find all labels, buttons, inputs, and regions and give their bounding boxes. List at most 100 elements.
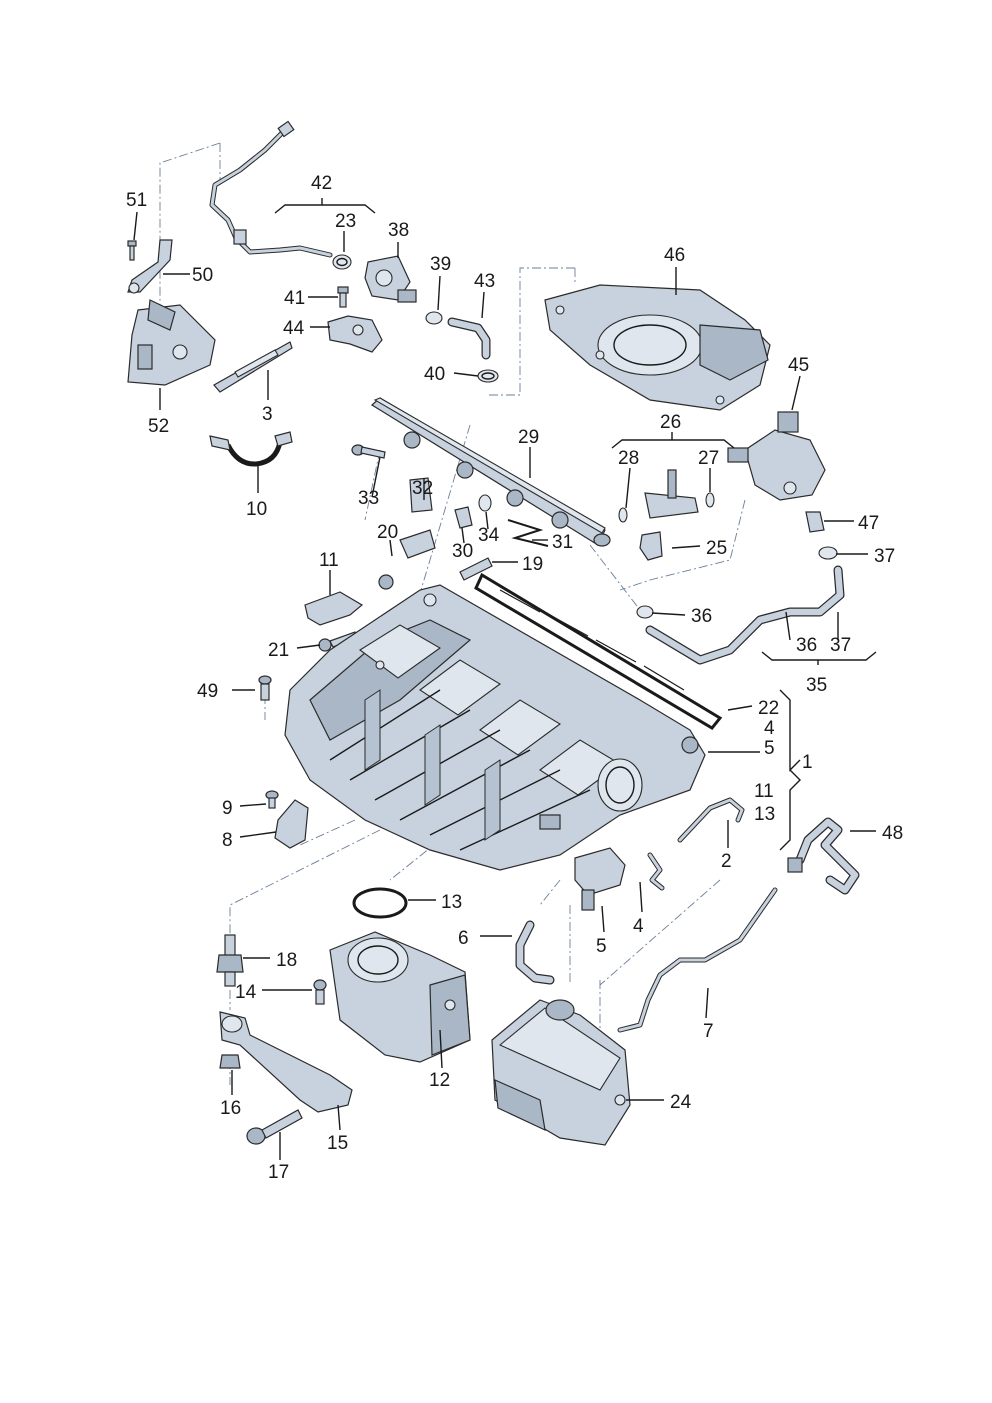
nut-hole-19a bbox=[378, 574, 394, 590]
sensor-32 bbox=[409, 477, 433, 513]
bolt-33 bbox=[351, 444, 386, 459]
label-5: 5 bbox=[764, 738, 775, 759]
stud-18 bbox=[216, 934, 244, 987]
label-21: 21 bbox=[268, 640, 289, 661]
assembly-guide-lines bbox=[159, 142, 746, 1085]
hose-4 bbox=[647, 852, 665, 891]
label-17: 17 bbox=[268, 1162, 289, 1183]
label-27: 27 bbox=[698, 448, 719, 469]
label-45: 45 bbox=[788, 355, 809, 376]
fuel-rail-29 bbox=[370, 397, 611, 547]
label-3: 3 bbox=[262, 404, 273, 425]
stud-19 bbox=[459, 557, 493, 581]
label-6: 6 bbox=[458, 928, 469, 949]
bolt-14 bbox=[313, 979, 327, 1005]
label-43: 43 bbox=[474, 271, 495, 292]
intake-manifold-1 bbox=[284, 584, 706, 871]
label-44: 44 bbox=[283, 318, 305, 339]
label-48: 48 bbox=[882, 823, 903, 844]
valve-38 bbox=[364, 255, 417, 303]
label-8: 8 bbox=[222, 830, 233, 851]
sensor-20 bbox=[399, 529, 436, 559]
throttle-body-12 bbox=[329, 931, 471, 1063]
label-36: 36 bbox=[691, 606, 712, 627]
sensor-11 bbox=[304, 591, 364, 626]
pump-45 bbox=[727, 411, 826, 501]
label-5: 5 bbox=[596, 936, 607, 957]
label-14: 14 bbox=[235, 982, 257, 1003]
label-31: 31 bbox=[552, 532, 573, 553]
label-7: 7 bbox=[703, 1021, 714, 1042]
label-4: 4 bbox=[633, 916, 644, 937]
seal-28 bbox=[618, 507, 628, 523]
label-34: 34 bbox=[478, 525, 500, 546]
callout-labels: 1 2 3 4 4 5 5 6 7 8 9 10 11 11 12 13 13 … bbox=[126, 173, 903, 1183]
hose-6 bbox=[515, 920, 555, 985]
hose-7 bbox=[617, 887, 778, 1033]
label-47: 47 bbox=[858, 513, 879, 534]
label-13: 13 bbox=[754, 804, 775, 825]
label-19: 19 bbox=[522, 554, 543, 575]
label-9: 9 bbox=[222, 798, 233, 819]
label-37: 37 bbox=[830, 635, 851, 656]
clip-39 bbox=[425, 311, 443, 325]
sensor-bracket-52 bbox=[127, 299, 216, 386]
connector-47 bbox=[805, 511, 825, 533]
hose-48 bbox=[787, 817, 860, 895]
label-36: 36 bbox=[796, 635, 817, 656]
bolt-17 bbox=[246, 1109, 303, 1145]
label-37: 37 bbox=[874, 546, 895, 567]
label-1: 1 bbox=[802, 752, 813, 773]
label-39: 39 bbox=[430, 254, 451, 275]
label-35: 35 bbox=[806, 675, 827, 696]
bracket-50 bbox=[127, 239, 173, 294]
bolt-41 bbox=[337, 286, 349, 308]
label-40: 40 bbox=[424, 364, 445, 385]
label-33: 33 bbox=[358, 488, 379, 509]
cover-46 bbox=[544, 284, 771, 411]
label-50: 50 bbox=[192, 265, 213, 286]
gasket-22 bbox=[474, 572, 723, 730]
clip-40 bbox=[477, 369, 499, 383]
label-24: 24 bbox=[670, 1092, 692, 1113]
label-49: 49 bbox=[197, 681, 218, 702]
label-22: 22 bbox=[758, 698, 779, 719]
clamp-10 bbox=[209, 431, 293, 467]
leader-lines bbox=[133, 198, 877, 1160]
nut-30 bbox=[454, 506, 473, 529]
bolt-51 bbox=[127, 240, 137, 261]
air-box-24 bbox=[491, 999, 631, 1146]
clip-36 bbox=[636, 605, 654, 619]
label-30: 30 bbox=[452, 541, 473, 562]
label-29: 29 bbox=[518, 427, 539, 448]
label-32: 32 bbox=[412, 478, 433, 499]
label-11: 11 bbox=[319, 550, 339, 571]
label-46: 46 bbox=[664, 245, 685, 266]
cable-tie-3 bbox=[213, 341, 293, 393]
nut-16 bbox=[219, 1054, 241, 1069]
label-12: 12 bbox=[429, 1070, 450, 1091]
label-4: 4 bbox=[764, 718, 775, 739]
pipe-25 bbox=[639, 531, 663, 561]
bolt-49 bbox=[258, 675, 272, 701]
label-42: 42 bbox=[311, 173, 332, 194]
label-16: 16 bbox=[220, 1098, 241, 1119]
label-15: 15 bbox=[327, 1133, 348, 1154]
hose-2 bbox=[677, 797, 745, 843]
label-25: 25 bbox=[706, 538, 727, 559]
label-51: 51 bbox=[126, 190, 147, 211]
label-38: 38 bbox=[388, 220, 409, 241]
clip-23 bbox=[332, 254, 352, 270]
label-23: 23 bbox=[335, 211, 356, 232]
label-20: 20 bbox=[377, 522, 398, 543]
label-13: 13 bbox=[441, 892, 462, 913]
label-26: 26 bbox=[660, 412, 681, 433]
bracket-15 bbox=[219, 1011, 353, 1113]
clip-31 bbox=[507, 519, 549, 547]
hose-43 bbox=[447, 317, 491, 360]
seal-13 bbox=[352, 887, 408, 919]
label-10: 10 bbox=[246, 499, 267, 520]
bracket-44 bbox=[327, 315, 383, 353]
label-28: 28 bbox=[618, 448, 639, 469]
